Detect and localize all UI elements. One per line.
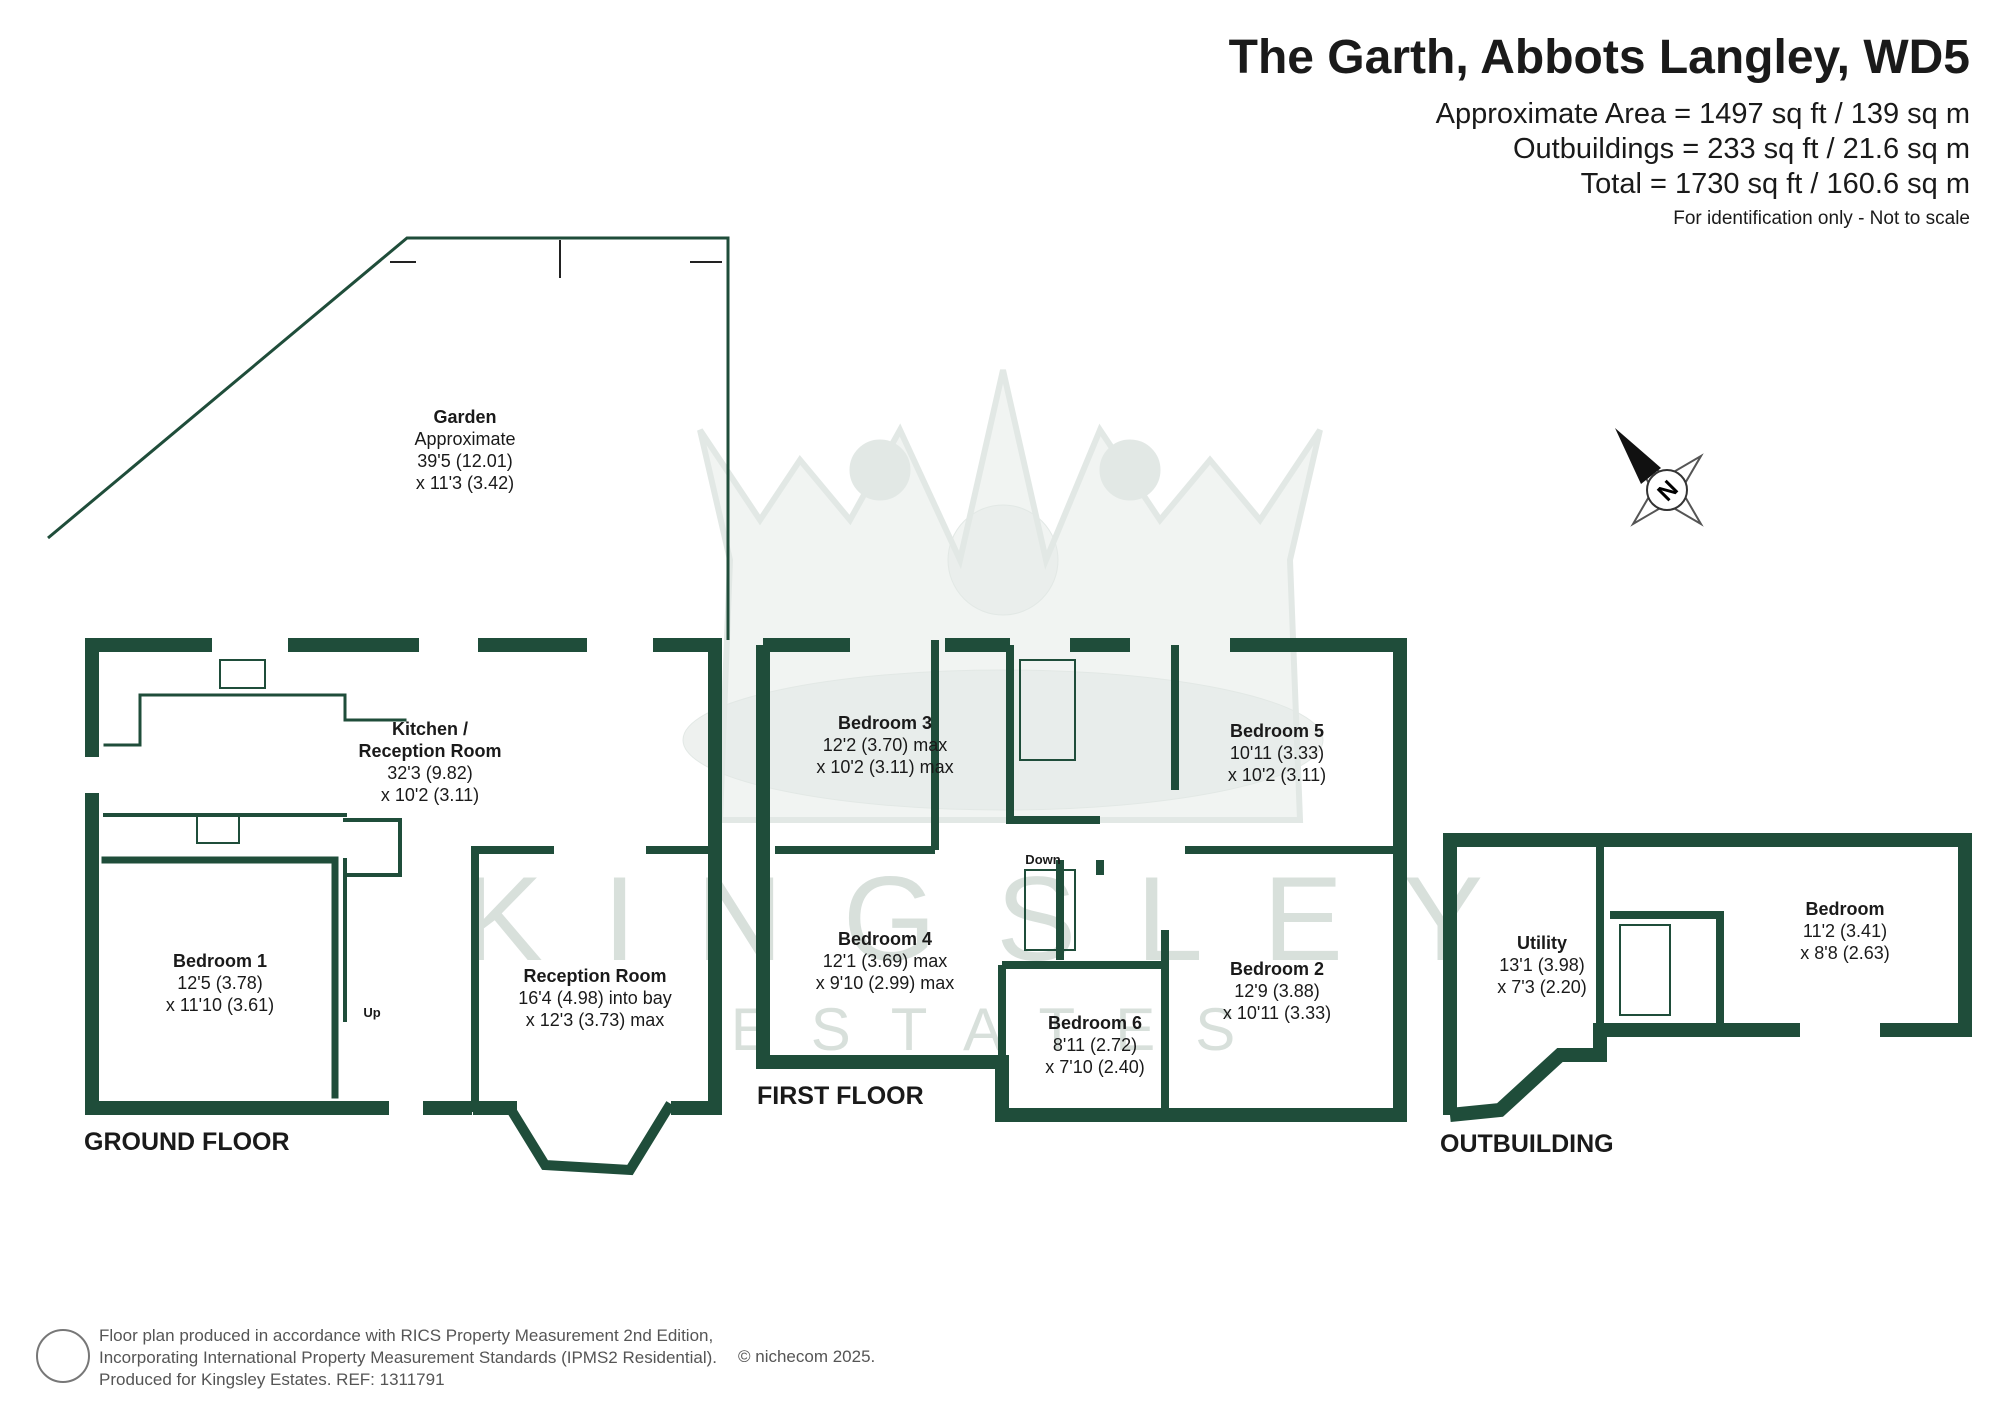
footer-line-1: Floor plan produced in accordance with R… [99,1326,714,1345]
property-title: The Garth, Abbots Langley, WD5 [1228,31,1970,84]
ground-floor-walls [85,638,722,1176]
watermark-kingsley-text: KINGSLEY [463,852,1543,986]
stairs-up-label: Up [363,1005,381,1020]
footer-line-3: Produced for Kingsley Estates. REF: 1311… [99,1370,445,1389]
identification-note: For identification only - Not to scale [1673,208,1970,229]
footer-copyright: © nichecom 2025. [738,1347,876,1366]
room-bedroom-6: Bedroom 6 8'11 (2.72) x 7'10 (2.40) [1045,1013,1145,1077]
first-floor-walls [756,638,1407,1122]
outbuilding-walls [1443,833,1972,1122]
room-reception: Reception Room 16'4 (4.98) into bay x 12… [518,966,672,1030]
approximate-area: Approximate Area = 1497 sq ft / 139 sq m [1435,98,1970,130]
watermark-estates-text: ESTATES [731,996,1276,1063]
stairs-down-label: Down [1025,852,1061,867]
person-icon [36,1329,90,1383]
footer-line-2: Incorporating International Property Mea… [99,1348,717,1367]
total-area: Total = 1730 sq ft / 160.6 sq m [1580,168,1970,200]
footer-notes: Floor plan produced in accordance with R… [99,1325,717,1391]
ground-floor-label: GROUND FLOOR [84,1128,290,1156]
room-bedroom-2: Bedroom 2 12'9 (3.88) x 10'11 (3.33) [1222,959,1332,1023]
garden-outline [47,236,730,640]
room-outbuilding-bedroom: Bedroom 11'2 (3.41) x 8'8 (2.63) [1800,899,1890,963]
outbuildings-area: Outbuildings = 233 sq ft / 21.6 sq m [1512,133,1970,165]
room-kitchen: Kitchen / Reception Room 32'3 (9.82) x 1… [358,719,502,805]
room-bedroom-1: Bedroom 1 12'5 (3.78) x 11'10 (3.61) [165,951,275,1015]
room-bedroom-3: Bedroom 3 12'2 (3.70) max x 10'2 (3.11) … [816,713,954,777]
watermark-crown-logo [682,369,1324,823]
outbuilding-label: OUTBUILDING [1440,1130,1614,1158]
room-bedroom-5: Bedroom 5 10'11 (3.33) x 10'2 (3.11) [1227,721,1327,785]
first-floor-label: FIRST FLOOR [757,1082,924,1110]
room-garden: Garden Approximate 39'5 (12.01) x 11'3 (… [414,407,516,493]
room-utility: Utility 13'1 (3.98) x 7'3 (2.20) [1497,933,1587,997]
compass-icon: N [1615,428,1704,527]
room-bedroom-4: Bedroom 4 12'1 (3.69) max x 9'10 (2.99) … [815,929,955,993]
